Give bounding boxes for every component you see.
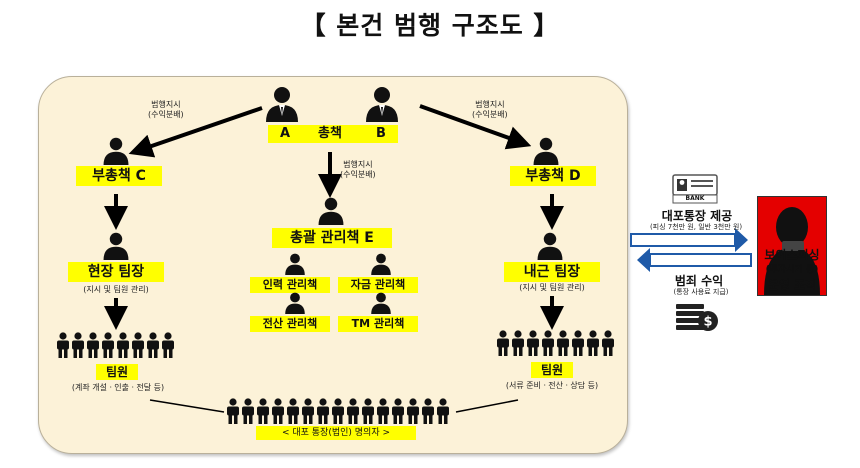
member-icon	[569, 330, 584, 356]
boss-b-icon	[364, 86, 400, 122]
member-icon	[434, 398, 449, 424]
arrow-to-vice-c	[128, 106, 263, 158]
provide-sub: (피싱 7천만 원, 일반 3천만 원)	[649, 223, 743, 231]
fund-manager-icon	[370, 253, 392, 275]
revenue-arrow	[637, 248, 752, 272]
left-team-label: 팀원	[96, 364, 138, 380]
line-right-team-to-holders	[455, 399, 519, 413]
member-icon	[404, 398, 419, 424]
tm-manager-icon	[370, 292, 392, 314]
instruction-note-right-line1: 범행지시	[475, 100, 505, 109]
phishing-org-box	[757, 196, 827, 296]
member-icon	[299, 398, 314, 424]
member-icon	[224, 398, 239, 424]
member-icon	[69, 332, 84, 358]
member-icon	[389, 398, 404, 424]
member-icon	[54, 332, 69, 358]
vice-c-icon	[102, 137, 130, 165]
member-icon	[374, 398, 389, 424]
top-boss-label: A 총책 B	[268, 125, 398, 143]
instruction-note-center-line2: (수익분배)	[340, 170, 376, 179]
member-icon	[509, 330, 524, 356]
vice-d-letter: D	[568, 168, 581, 184]
bank-card-icon	[672, 174, 718, 204]
arrow-to-vice-d	[419, 104, 532, 150]
member-icon	[129, 332, 144, 358]
hr-manager-icon	[284, 253, 306, 275]
instruction-note-center: 범행지시(수익분배)	[340, 160, 376, 180]
instruction-note-left-line1: 범행지시	[151, 100, 181, 109]
org-line3: 운영 조직	[767, 278, 817, 292]
right-team-members	[494, 330, 614, 356]
right-team-sub: (서류 준비ㆍ전산ㆍ상담 등)	[505, 381, 599, 390]
member-icon	[524, 330, 539, 356]
field-leader-label: 현장 팀장	[68, 262, 164, 282]
vice-c-name: 부총책	[92, 168, 131, 184]
vice-c-label: 부총책 C	[76, 166, 162, 186]
field-leader-sub: (지시 및 팀원 관리)	[83, 285, 149, 294]
instruction-note-left-line2: (수익분배)	[148, 110, 184, 119]
instruction-note-right: 범행지시(수익분배)	[472, 100, 508, 120]
revenue-sub: (통장 사용료 지급)	[673, 288, 729, 296]
member-icon	[554, 330, 569, 356]
member-icon	[114, 332, 129, 358]
it-manager-icon	[284, 292, 306, 314]
revenue-label: 범죄 수익	[674, 274, 724, 288]
hr-manager-label: 인력 관리책	[250, 277, 330, 293]
member-icon	[599, 330, 614, 356]
money-stack-icon: $	[676, 302, 720, 332]
office-leader-label: 내근 팀장	[504, 262, 600, 282]
account-holders-members	[224, 398, 449, 424]
instruction-note-right-line2: (수익분배)	[472, 110, 508, 119]
boss-b-letter: B	[376, 126, 386, 141]
instruction-note-center-line1: 범행지시	[343, 160, 373, 169]
member-icon	[584, 330, 599, 356]
vice-d-icon	[532, 137, 560, 165]
boss-a-letter: A	[280, 126, 291, 141]
general-manager-icon	[317, 197, 345, 225]
left-team-members	[54, 332, 174, 358]
left-team-sub: (계좌 개설ㆍ인출ㆍ전달 등)	[71, 383, 165, 392]
boss-a-icon	[264, 86, 300, 122]
page-title: 【 본건 범행 구조도 】	[300, 11, 560, 40]
vice-c-letter: C	[135, 168, 146, 184]
vice-d-name: 부총책	[525, 168, 565, 184]
general-manager-label: 총괄 관리책 E	[272, 228, 392, 248]
account-holders-label: < 대포 통장(법인) 명의자 >	[256, 426, 416, 440]
member-icon	[159, 332, 174, 358]
bank-card-text: BANK	[685, 195, 705, 202]
member-icon	[359, 398, 374, 424]
office-leader-sub: (지시 및 팀원 관리)	[519, 283, 585, 292]
it-manager-label: 전산 관리책	[250, 316, 330, 332]
org-line2: (투자사기 등)	[765, 265, 819, 275]
fund-manager-label: 자금 관리책	[338, 277, 418, 293]
member-icon	[99, 332, 114, 358]
member-icon	[419, 398, 434, 424]
member-icon	[239, 398, 254, 424]
provide-label: 대포통장 제공	[661, 209, 733, 223]
svg-text:$: $	[703, 315, 712, 330]
member-icon	[84, 332, 99, 358]
instruction-note-left: 범행지시(수익분배)	[148, 100, 184, 120]
member-icon	[494, 330, 509, 356]
member-icon	[254, 398, 269, 424]
member-icon	[539, 330, 554, 356]
org-line1: 보이스피싱	[764, 248, 820, 262]
vice-d-label: 부총책 D	[510, 166, 596, 186]
member-icon	[344, 398, 359, 424]
provide-arrow	[630, 228, 748, 252]
line-left-team-to-holders	[149, 399, 225, 413]
tm-manager-label: TM 관리책	[338, 316, 418, 332]
member-icon	[144, 332, 159, 358]
hooded-hacker-icon	[758, 197, 826, 295]
member-icon	[329, 398, 344, 424]
member-icon	[314, 398, 329, 424]
member-icon	[284, 398, 299, 424]
boss-title: 총책	[318, 126, 342, 141]
office-leader-icon	[536, 232, 564, 260]
right-team-label: 팀원	[531, 362, 573, 378]
field-leader-icon	[102, 232, 130, 260]
member-icon	[269, 398, 284, 424]
